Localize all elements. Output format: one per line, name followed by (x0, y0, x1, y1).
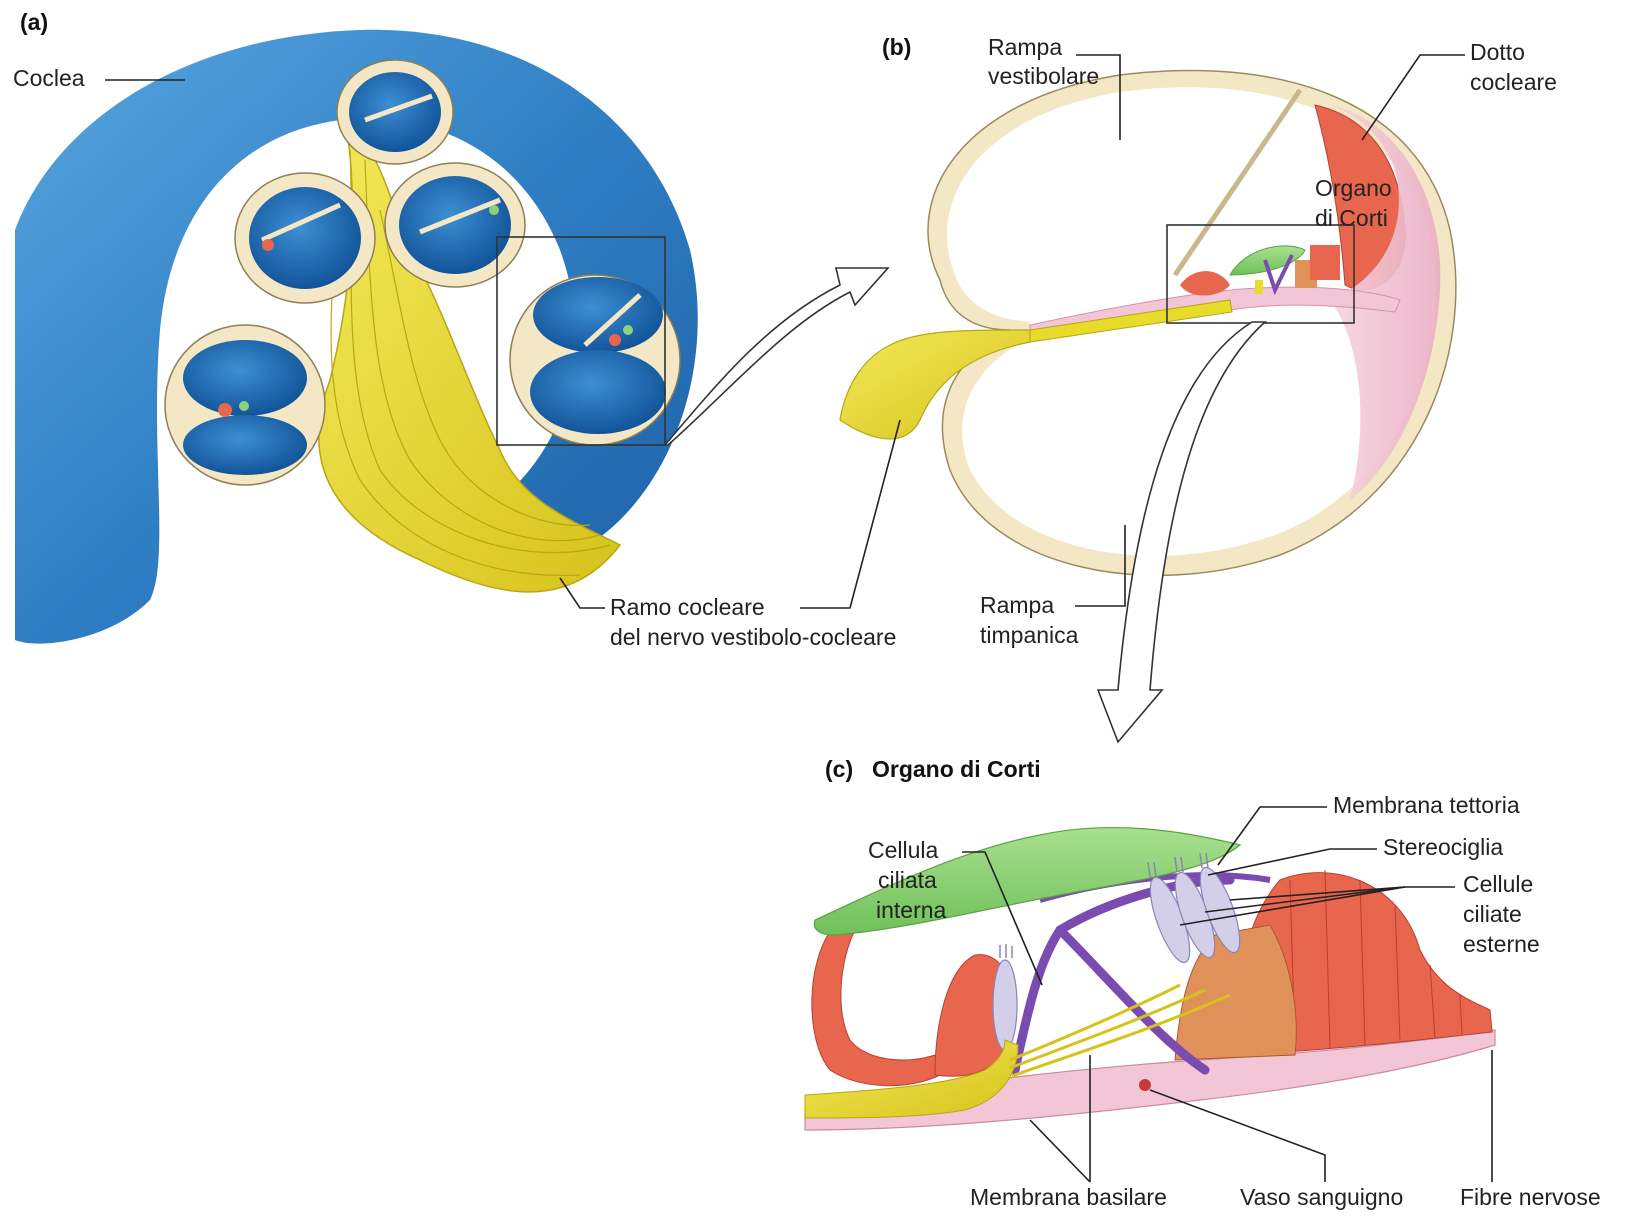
leader-vaso-sanguigno (1150, 1090, 1325, 1182)
turn-upper-right (385, 163, 525, 287)
label-rampa-vestibolare-1: Rampa (988, 34, 1062, 60)
panel-label-b: (b) (882, 34, 911, 60)
label-rampa-vestibolare-2: vestibolare (988, 63, 1099, 89)
blood-vessel (1139, 1079, 1151, 1091)
label-dotto-cocleare-2: cocleare (1470, 69, 1557, 95)
label-rampa-timpanica-1: Rampa (980, 592, 1054, 618)
inner-sulcus-cells (812, 925, 940, 1086)
label-stereociglia: Stereociglia (1383, 834, 1503, 860)
label-dotto-cocleare-1: Dotto (1470, 39, 1525, 65)
label-cellule-ciliate-esterne-2: ciliate (1463, 901, 1522, 927)
label-fibre-nervose: Fibre nervose (1460, 1184, 1601, 1210)
label-cellule-ciliate-esterne-3: esterne (1463, 931, 1540, 957)
label-rampa-timpanica-2: timpanica (980, 622, 1079, 648)
leader-ramo-cocleare-right (800, 420, 900, 608)
label-ramo-cocleare-2: del nervo vestibolo-cocleare (610, 624, 896, 650)
leader-membrana-tettoria (1218, 807, 1327, 865)
label-cellula-ciliata-interna-2: ciliata (878, 867, 937, 893)
label-ramo-cocleare-1: Ramo cocleare (610, 594, 765, 620)
panel-title-c: Organo di Corti (872, 756, 1041, 782)
turn-lower-left (165, 325, 325, 485)
panel-label-a: (a) (20, 9, 48, 35)
panel-label-c: (c) (825, 756, 853, 782)
inner-hair-cell (993, 944, 1017, 1050)
label-membrana-basilare: Membrana basilare (970, 1184, 1167, 1210)
label-vaso-sanguigno: Vaso sanguigno (1240, 1184, 1403, 1210)
label-membrana-tettoria: Membrana tettoria (1333, 792, 1520, 818)
label-organo-corti-2: di Corti (1315, 205, 1388, 231)
panel-a-cochlea-cross-section (15, 30, 698, 644)
label-cellula-ciliata-interna-3: interna (876, 897, 947, 923)
turn-upper-left (235, 173, 375, 303)
label-cellula-ciliata-interna-1: Cellula (868, 837, 939, 863)
turn-lower-right (510, 275, 680, 445)
label-cellule-ciliate-esterne-1: Cellule (1463, 871, 1533, 897)
leader-stereociglia (1208, 849, 1377, 875)
label-organo-corti-1: Organo (1315, 175, 1392, 201)
turn-top (337, 60, 453, 164)
label-coclea: Coclea (13, 65, 85, 91)
